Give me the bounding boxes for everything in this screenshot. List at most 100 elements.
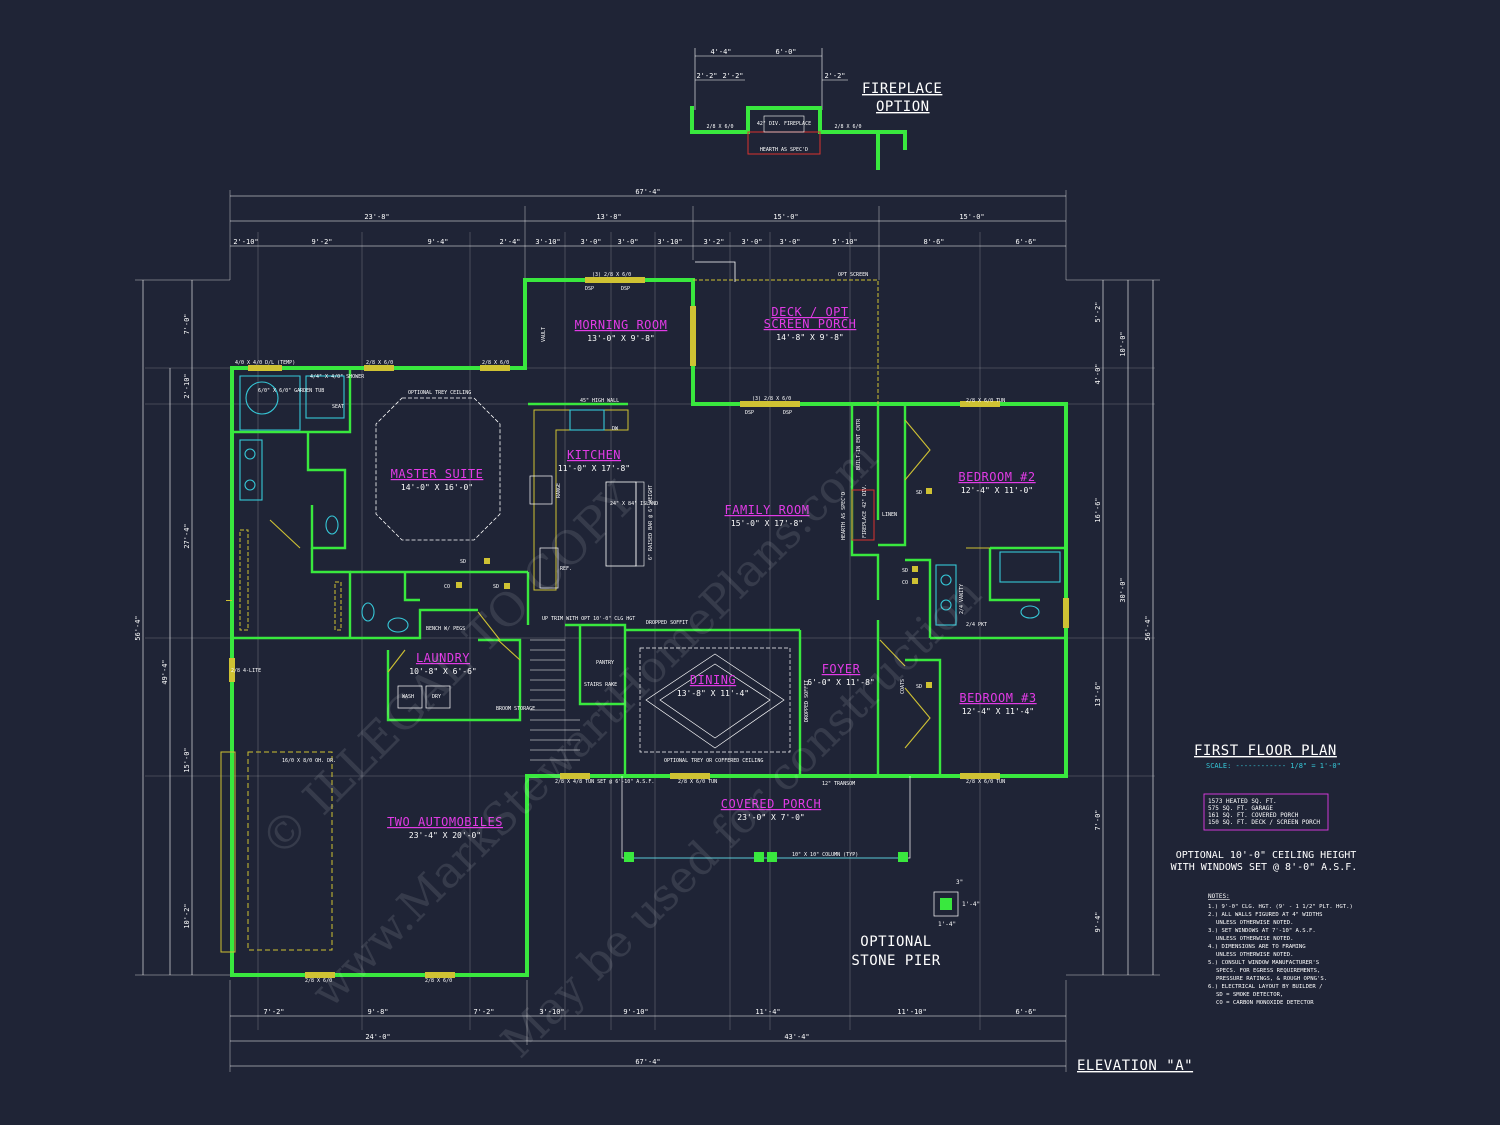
title-block: FIRST FLOOR PLAN SCALE: ------------ 1/8… xyxy=(851,743,1357,1074)
dim-seg: 13'-6" xyxy=(1094,681,1102,706)
dim-seg: 16'-6" xyxy=(1094,497,1102,522)
room-laundry-size: 10'-8" X 6'-6" xyxy=(409,667,476,676)
dim-detail: 11'-4" xyxy=(755,1008,780,1016)
sd-note: SD xyxy=(902,568,908,574)
fireplace-note: FIREPLACE 42" DIV. xyxy=(862,484,868,538)
garage-door-note: 16/0 X 8/0 OH. DR. xyxy=(282,758,336,764)
seat-note: SEAT xyxy=(332,404,344,410)
room-garage-size: 23'-4" X 20'-0" xyxy=(409,831,481,840)
dim-detail: 3'-0" xyxy=(779,238,800,246)
dim-detail: 6'-0" xyxy=(775,48,796,56)
pkt-note: 2/4 PKT xyxy=(966,622,987,628)
dim-seg: 2'-10" xyxy=(183,373,191,398)
soffit-note: DROPPED SOFFIT xyxy=(804,680,810,722)
dim-seg: 15'-0" xyxy=(959,213,984,221)
ref-note: REF. xyxy=(560,566,572,572)
left-dimensions: 56'-4" 49'-4" 7'-0" 2'-10" 27'-4" 15'-0"… xyxy=(134,280,193,975)
stone-dim: 3" xyxy=(956,879,963,886)
dim-detail: 2'-4" xyxy=(499,238,520,246)
hearth-note: HEARTH AS SPEC'D xyxy=(841,492,847,540)
room-family-name: FAMILY ROOM xyxy=(725,503,810,517)
room-master-name: MASTER SUITE xyxy=(391,467,484,481)
window-note: 4/0 X 4/0 D/L (TEMP) xyxy=(235,360,295,366)
area-line: 1573 HEATED SQ. FT. xyxy=(1208,798,1277,805)
built-in-note: BUILT-IN ENT CNTR xyxy=(856,418,862,470)
dim-seg: 5'-2" xyxy=(1094,301,1102,322)
room-bed3-name: BEDROOM #3 xyxy=(959,691,1036,705)
note-line: CO = CARBON MONOXIDE DETECTOR xyxy=(1216,1000,1314,1006)
co-note: CO xyxy=(444,584,450,590)
dim-seg: 43'-4" xyxy=(784,1033,809,1041)
window-note: 2/8 X 6/0 TUN xyxy=(966,398,1005,404)
pantry-note: PANTRY xyxy=(596,660,614,666)
dsp-note: DSP xyxy=(621,286,630,292)
room-deck-name: DECK / OPT xyxy=(771,305,848,319)
room-dining-size: 13'-8" X 11'-4" xyxy=(677,689,749,698)
dim-seg: 4'-0" xyxy=(1094,363,1102,384)
room-labels: MORNING ROOM 13'-0" X 9'-8" DECK / OPT S… xyxy=(387,305,1036,840)
dim-seg: 9'-4" xyxy=(1094,911,1102,932)
tub-note: 6/0" X 6/0" GARDEN TUB xyxy=(258,388,324,394)
lite-note: 2/8 4-LITE xyxy=(231,668,261,674)
ceiling-note-2: WITH WINDOWS SET @ 8'-0" A.S.F. xyxy=(1171,862,1358,873)
dim-detail: 7'-2" xyxy=(263,1008,284,1016)
wash-note: WASH xyxy=(402,694,414,700)
note-line: SD = SMOKE DETECTOR, xyxy=(1216,992,1283,998)
dim-seg: 10'-0" xyxy=(1119,331,1127,356)
stairs-note: STAIRS RAKE xyxy=(584,682,617,688)
dsp-note: DSP xyxy=(783,410,792,416)
note-line: 1.) 9'-0" CLG. HGT. (9' - 1 1/2" PLT. HG… xyxy=(1208,904,1353,910)
notes-title: NOTES: xyxy=(1208,893,1230,900)
room-kitchen-name: KITCHEN xyxy=(567,448,621,462)
island-note: 24" X 84" ISLAND xyxy=(610,501,658,507)
area-line: 161 SQ. FT. COVERED PORCH xyxy=(1208,812,1299,819)
dim-detail: 2'-10" xyxy=(233,238,258,246)
stone-pier-title: OPTIONAL xyxy=(860,934,931,950)
room-bed2-size: 12'-4" X 11'-0" xyxy=(961,486,1033,495)
dim-seg: 7'-0" xyxy=(1094,809,1102,830)
vault-note: VAULT xyxy=(541,327,547,342)
stone-dim: 1'-4" xyxy=(962,901,980,908)
dim-detail: 2'-2" xyxy=(824,72,845,80)
left-overall-dim: 56'-4" xyxy=(134,615,142,640)
room-deck-size: 14'-8" X 9'-8" xyxy=(776,333,843,342)
broom-note: BROOM STORAGE xyxy=(496,706,535,712)
area-line: 150 SQ. FT. DECK / SCREEN PORCH xyxy=(1208,819,1320,826)
dim-seg: 24'-0" xyxy=(365,1033,390,1041)
dim-seg: 15'-0" xyxy=(183,747,191,772)
dim-detail: 3'-2" xyxy=(703,238,724,246)
sd-note: SD xyxy=(916,490,922,496)
room-master-size: 14'-0" X 16'-0" xyxy=(401,483,473,492)
sd-note: SD xyxy=(916,684,922,690)
dim-detail: 3'-10" xyxy=(657,238,682,246)
bottom-dimensions: 7'-2" 9'-8" 7'-2" 3'-10" 9'-10" 11'-4" 1… xyxy=(230,1008,1066,1067)
dw-note: DW xyxy=(612,426,619,432)
transom-note: 12" TRANSOM xyxy=(822,781,855,787)
hearth-label: HEARTH AS SPEC'D xyxy=(760,147,808,153)
dim-seg: 13'-8" xyxy=(596,213,621,221)
shower-note: 4/4" X 4/0" SHOWER xyxy=(310,374,365,380)
right-overall-dim: 56'-4" xyxy=(1144,615,1152,640)
dim-detail: 11'-10" xyxy=(897,1008,927,1016)
dim-detail: 3'-10" xyxy=(539,1008,564,1016)
dim-detail: 6'-6" xyxy=(1015,238,1036,246)
fireplace-option-detail: 4'-4" 6'-0" 2'-2" 2'-2" 2'-2" 42" DIV. F… xyxy=(690,48,942,170)
note-line: UNLESS OTHERWISE NOTED. xyxy=(1216,920,1293,926)
note-line: 5.) CONSULT WINDOW MANUFACTURER'S xyxy=(1208,960,1319,966)
room-porch-size: 23'-0" X 7'-0" xyxy=(737,813,804,822)
dim-seg: 10'-2" xyxy=(183,903,191,928)
window-note: 2/8 X 6/0 xyxy=(425,978,452,984)
dim-detail: 9'-2" xyxy=(311,238,332,246)
column-note: 10" X 10" COLUMN (TYP) xyxy=(792,852,858,858)
stone-pier-title-2: STONE PIER xyxy=(851,953,940,969)
window-label: 2/8 X 6/0 xyxy=(834,124,861,130)
fireplace-subtitle: OPTION xyxy=(876,99,930,115)
sd-note: SD xyxy=(493,584,499,590)
dim-detail: 5'-10" xyxy=(832,238,857,246)
dim-detail: 2'-2" xyxy=(722,72,743,80)
coffered-note: OPTIONAL TREY OR COFFERED CEILING xyxy=(664,758,763,764)
co-note: CO xyxy=(902,580,908,586)
vanity-note: 2/4 VANITY xyxy=(959,584,965,614)
plan-title: FIRST FLOOR PLAN xyxy=(1194,743,1337,759)
window-note: 2/8 X 6/0 TUN xyxy=(966,779,1005,785)
